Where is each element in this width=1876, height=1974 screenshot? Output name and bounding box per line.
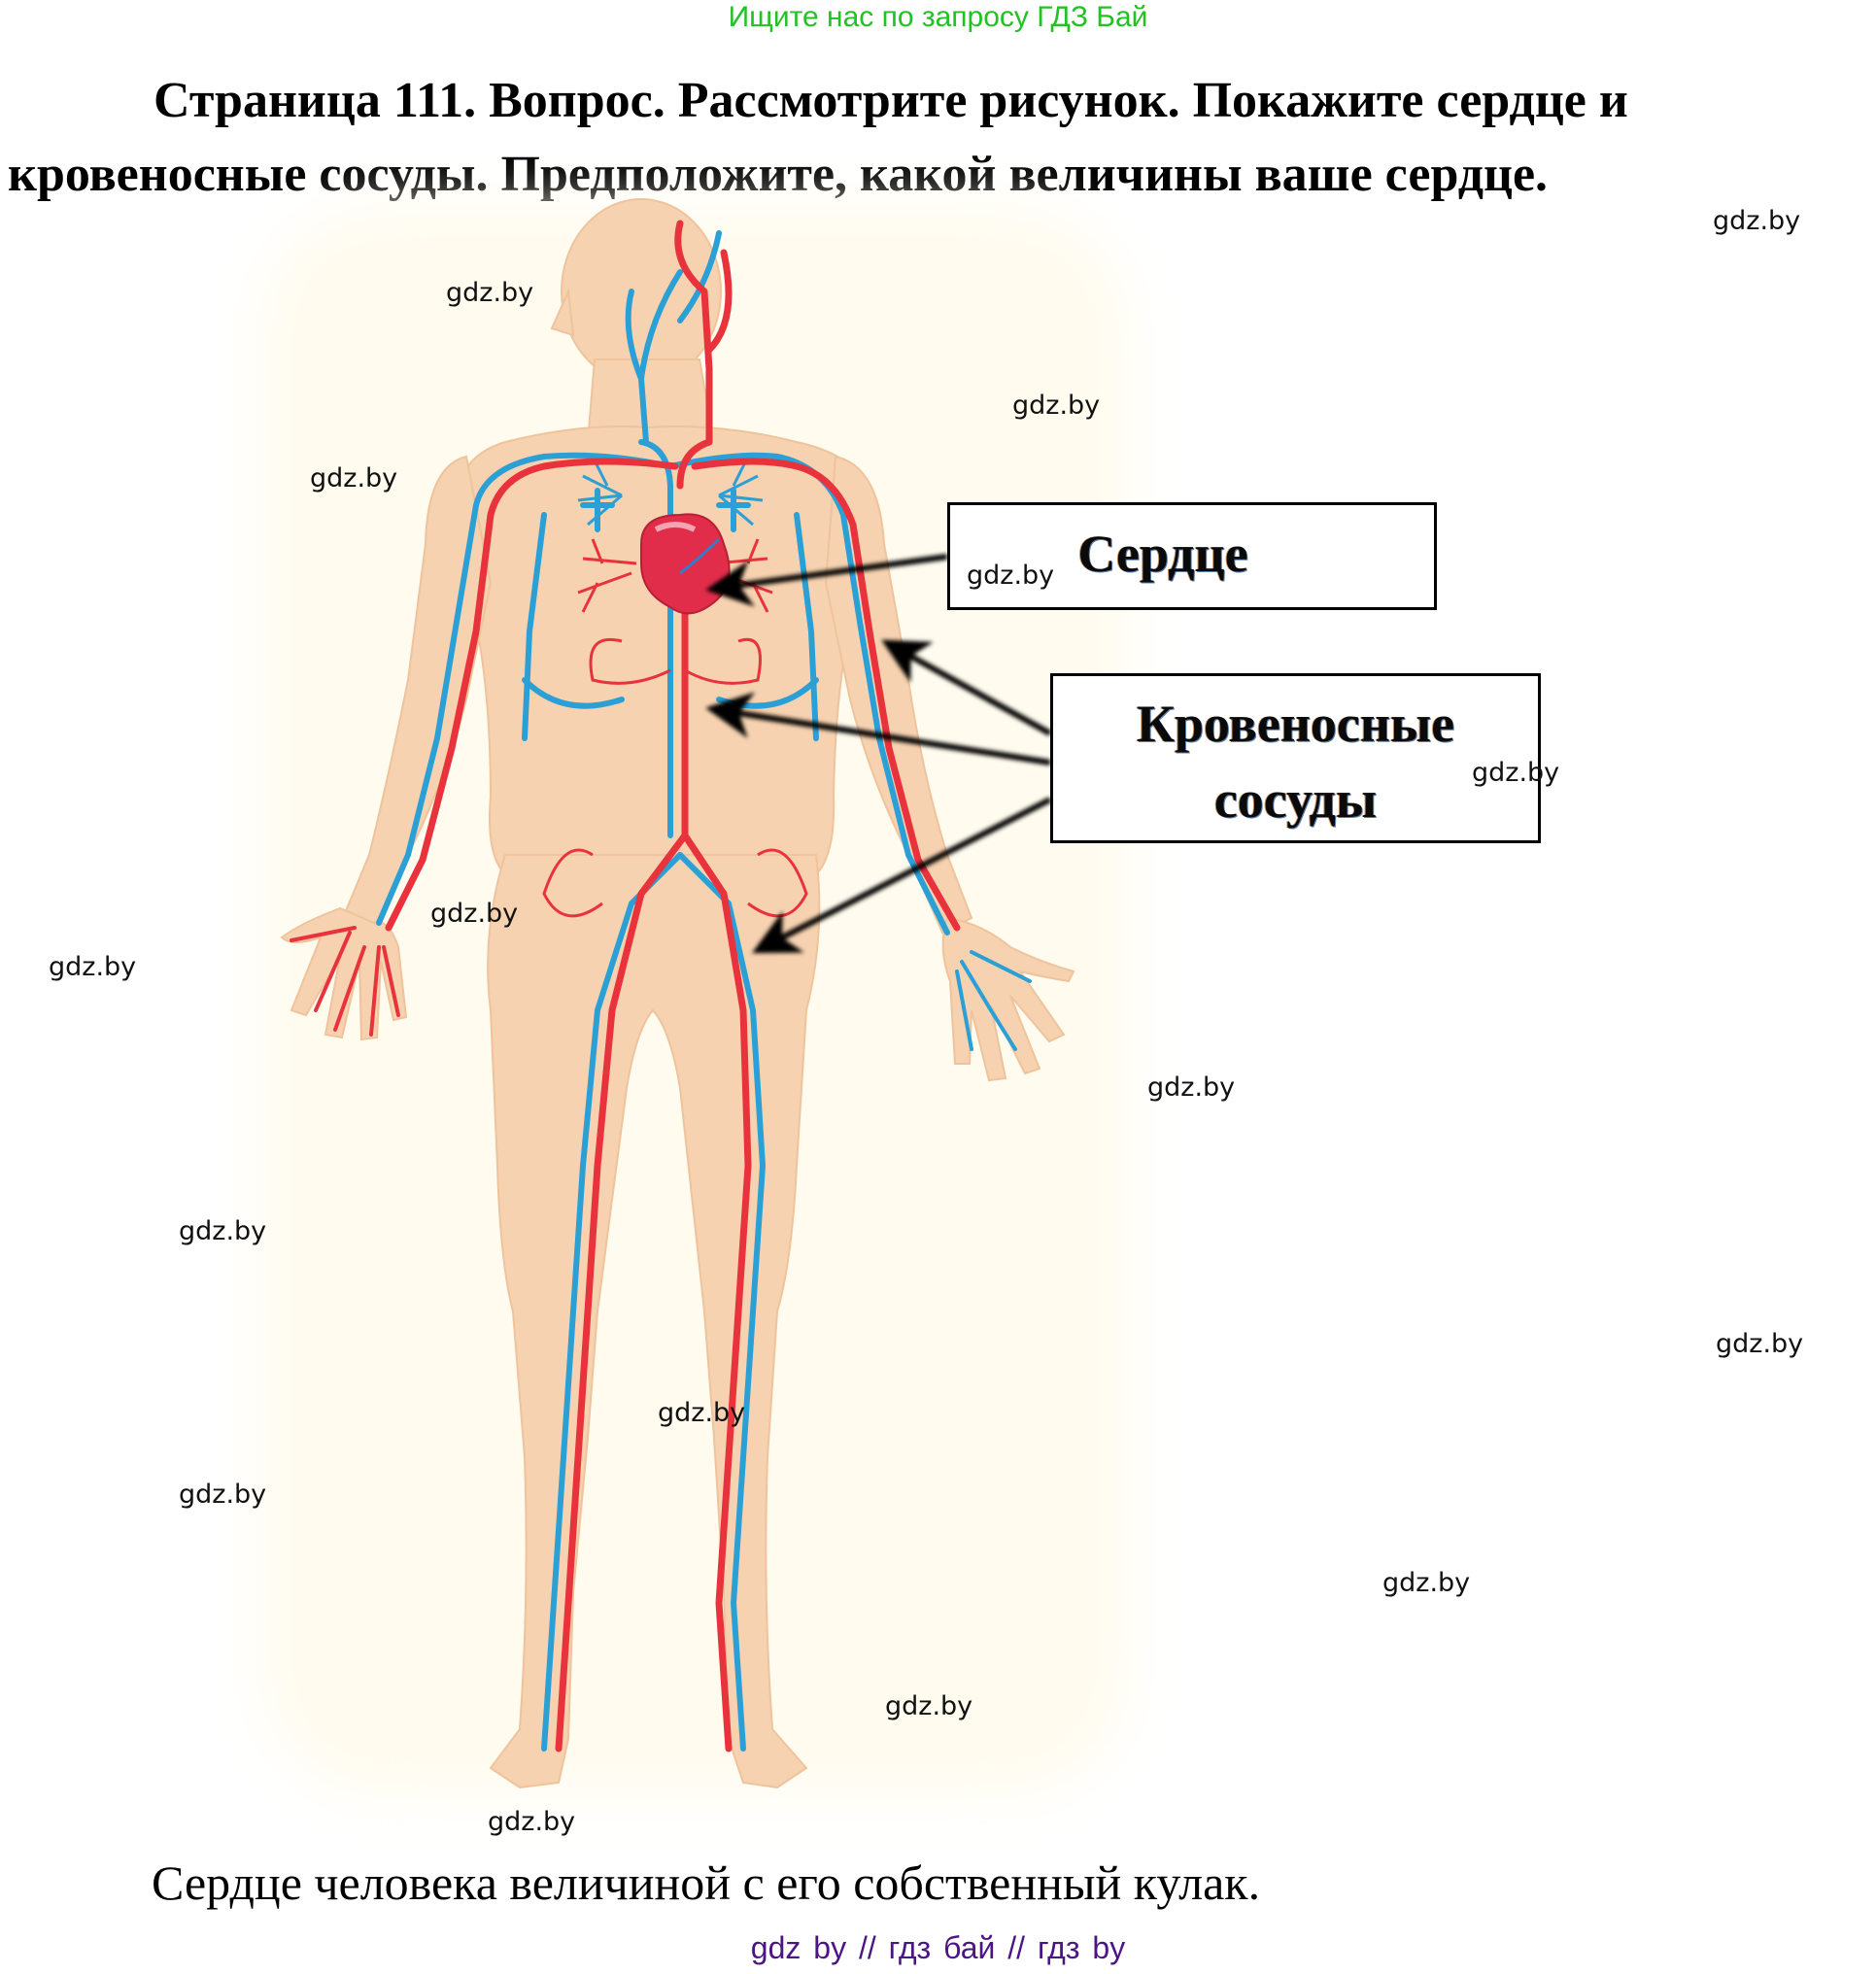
footer-site-links[interactable]: gdz by // гдз бай // гдз by: [750, 1930, 1126, 1965]
arrow-to-abdominal-vessel: [705, 692, 1051, 766]
watermark: gdz.by: [967, 561, 1055, 591]
answer-text: Сердце человека величиной с его собствен…: [152, 1855, 1261, 1910]
label-blood-vessels: Кровеносные сосуды: [1050, 673, 1541, 843]
arrow-to-heart: [705, 554, 948, 607]
watermark: gdz.by: [179, 1480, 267, 1510]
lung-vessels-red: [542, 538, 808, 918]
watermark: gdz.by: [1472, 758, 1560, 788]
watermark: gdz.by: [430, 899, 519, 929]
label-heart-text: Сердце: [1077, 525, 1248, 583]
question-text: Страница 111. Вопрос. Рассмотрите рисуно…: [8, 64, 1863, 212]
label-vessels-line-2: сосуды: [1213, 770, 1378, 829]
question-line-2: кровеносные сосуды. Предположите, какой …: [8, 147, 1549, 202]
watermark: gdz.by: [658, 1398, 746, 1428]
watermark: gdz.by: [885, 1691, 973, 1721]
search-hint-link[interactable]: Ищите нас по запросу ГДЗ Бай: [728, 1, 1148, 33]
arteries: [290, 220, 961, 1753]
label-vessels-line-1: Кровеносные: [1136, 695, 1455, 753]
label-heart: Сердце: [947, 502, 1437, 610]
watermark: gdz.by: [488, 1807, 576, 1837]
lung-vessels-blue: [577, 456, 764, 527]
watermark: gdz.by: [49, 952, 137, 982]
watermark: gdz.by: [1713, 206, 1801, 236]
watermark: gdz.by: [1147, 1072, 1236, 1103]
pointer-arrows: [705, 554, 1052, 954]
arrow-to-leg-vessel: [751, 797, 1052, 954]
question-line-1: Страница 111. Вопрос. Рассмотрите рисуно…: [153, 73, 1628, 128]
watermark: gdz.by: [310, 463, 398, 494]
watermark: gdz.by: [1012, 391, 1101, 421]
watermark: gdz.by: [1716, 1329, 1804, 1359]
watermark: gdz.by: [1382, 1568, 1471, 1598]
arrow-to-arm-vessel: [881, 639, 1052, 736]
watermark: gdz.by: [446, 278, 534, 308]
watermark: gdz.by: [179, 1216, 267, 1246]
